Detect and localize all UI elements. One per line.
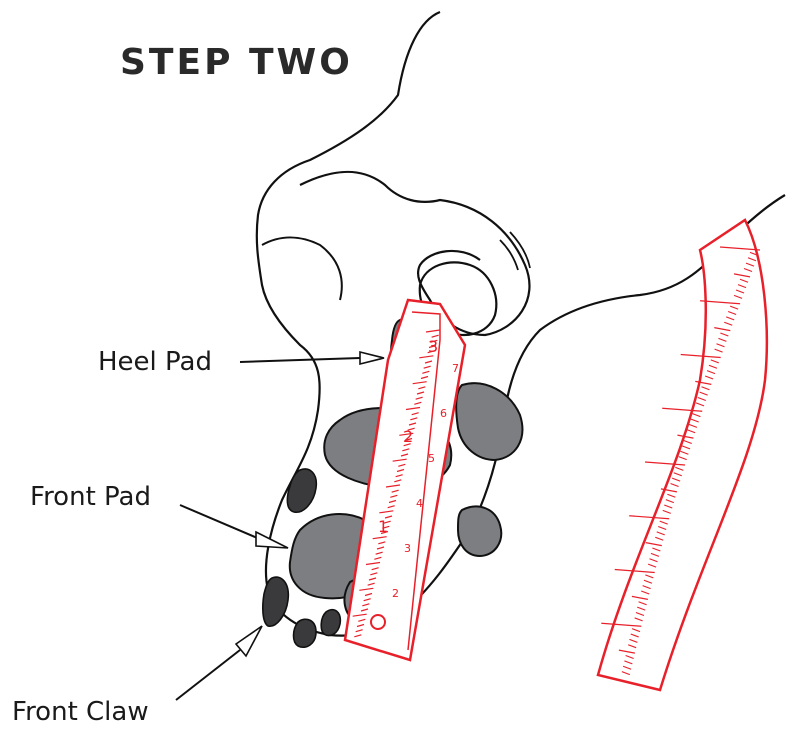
- side-pad-shape: [456, 383, 522, 460]
- front-claw-label: Front Claw: [12, 697, 149, 727]
- claw-2: [263, 577, 289, 626]
- finger-outline: [262, 238, 342, 301]
- tape-number-inner: 4: [416, 497, 423, 510]
- claw-1: [287, 469, 316, 512]
- tape-number-inner: 5: [428, 452, 435, 465]
- step-title: STEP TWO: [120, 42, 353, 83]
- toe-pad-shape: [458, 506, 501, 556]
- tape-number-inner: 2: [392, 587, 399, 600]
- tape-number: 2: [403, 427, 413, 446]
- hanging-tape: [598, 220, 767, 690]
- tape-number-inner: 6: [440, 407, 447, 420]
- tape-number-inner: 3: [404, 542, 411, 555]
- heel-pad-label: Heel Pad: [98, 347, 212, 377]
- tape-number-inner: 7: [452, 362, 459, 375]
- tape-number: 1: [378, 517, 388, 536]
- tape-number: 3: [428, 337, 438, 356]
- claw-4: [321, 610, 340, 636]
- front-pad-label: Front Pad: [30, 482, 151, 512]
- leader-front-claw: [176, 626, 262, 700]
- claw-3: [294, 619, 317, 647]
